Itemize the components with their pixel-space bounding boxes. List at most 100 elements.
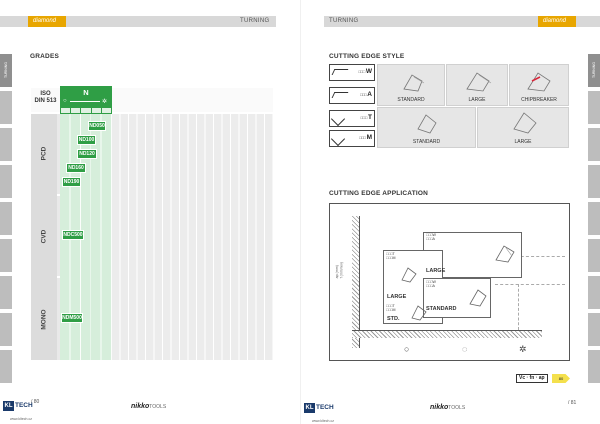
right-diamond-tab[interactable]: diamond [538,16,576,27]
legend-circle-icon: ○ [404,344,410,354]
side-tab-turning[interactable]: TURNING [0,54,12,87]
side-tab-7[interactable] [0,276,12,309]
application-diagram: ap (mm)f (mm/rev) □□□W□□□A □□□T□□□M LARG… [329,203,570,361]
left-page-number: / 80 [31,399,40,405]
left-header-bar [0,16,276,27]
tech-mark: TECH [15,402,33,409]
subgroup-cells [61,108,112,113]
style-code-m: □□□M [359,134,372,141]
edge-t-icon [330,111,346,127]
edge-w-icon [331,69,349,75]
app-label-large-lower: LARGE [387,294,407,300]
style-code-a: □□□A [359,91,372,98]
nikko-light-right: TOOLS [448,405,466,411]
right-nikko-logo: nikkoTOOLS [430,404,465,411]
left-diamond-tab[interactable]: diamond [28,16,66,27]
std-insert-icon [411,305,427,321]
grade-ndc500[interactable]: NDC500 [62,230,84,240]
grade-nd120[interactable]: ND120 [77,149,97,159]
label-large-1: LARGE [468,97,486,103]
style-row-a: □□□A [329,87,375,104]
right-side-tab-5[interactable] [588,202,600,235]
workpiece-left [352,216,360,348]
right-side-tab-8[interactable] [588,313,600,346]
insert-standard-icon [403,74,425,92]
right-side-tab-turning[interactable]: TURNING [588,54,600,87]
cutting-edge-application-title: CUTTING EDGE APPLICATION [329,190,429,197]
right-side-tab-2[interactable] [588,91,600,124]
left-kltech-logo: KL TECH [3,401,33,416]
band-label-cvd: CVD [40,229,48,244]
material-n-label: N [83,88,89,97]
side-tab-9[interactable] [0,350,12,383]
side-tab-4[interactable] [0,165,12,198]
style-row-w: □□□W [329,64,375,81]
guide-line-2 [495,284,565,285]
insert-standard-2-icon [417,114,437,134]
insert-chipbreaker-icon [527,72,551,92]
guide-line-3 [518,284,519,330]
hard-circle-icon: ○ [63,98,67,104]
side-tab-5[interactable] [0,202,12,235]
small-insert-icon [401,267,417,283]
side-tab-8[interactable] [0,313,12,346]
app-label-large-upper: LARGE [426,268,446,274]
right-page-number: / 81 [568,400,577,406]
iso-label: ISO [40,91,51,97]
left-nikko-logo: nikkoTOOLS [131,403,166,410]
style-image-large-2: LARGE [477,107,569,148]
formula-arrow[interactable]: 80 [552,374,570,383]
style-image-large: LARGE [446,64,508,106]
legend-gear-icon: ✲ [519,344,527,354]
style-row-t: □□□T [329,110,375,127]
style-code-w: □□□W [358,68,373,75]
right-side-tab-4[interactable] [588,165,600,198]
band-label-pcd: PCD [40,146,48,161]
side-tab-2[interactable] [0,91,12,124]
left-website[interactable]: www.kltech.cz [10,417,32,421]
label-large-2: LARGE [514,139,532,145]
material-n-header: N ○ ✲ [60,86,112,114]
din-label: DIN 513 [34,97,57,104]
right-header-title: TURNING [329,18,359,24]
app-codes-1: □□□W□□□A [426,233,436,242]
insert-large-icon [466,72,492,92]
right-side-tab-7[interactable] [588,276,600,309]
nikko-bold: nikko [131,403,150,410]
tough-gear-icon: ✲ [102,99,108,105]
grade-nd160[interactable]: ND160 [66,163,86,173]
hardness-arrow [70,101,100,102]
page-gutter [300,0,301,424]
right-header-bar [324,16,600,27]
grade-nd050[interactable]: ND050 [88,121,106,131]
large-insert-icon [495,245,515,263]
side-tab-6[interactable] [0,239,12,272]
guide-line-1 [495,256,565,257]
style-code-t: □□□T [360,114,372,121]
standard-insert-icon [469,289,487,307]
app-codes-4: □□□T□□□M [386,304,396,313]
workpiece-bottom [352,330,542,338]
label-standard-1: STANDARD [397,97,425,103]
app-label-std: STD. [387,316,400,322]
app-box-standard [423,278,491,318]
grades-title: GRADES [30,53,60,60]
right-side-tab-6[interactable] [588,239,600,272]
grade-ndm500[interactable]: NDM500 [61,313,83,323]
kl-mark: KL [3,401,14,411]
left-header-title: TURNING [240,18,270,24]
style-image-chipbreaker: CHIPBREAKER [509,64,569,106]
kl-mark-right: KL [304,403,315,413]
label-chipbreaker: CHIPBREAKER [521,97,557,103]
grade-nd190[interactable]: ND190 [62,177,81,187]
nikko-light: TOOLS [149,404,167,410]
right-side-tab-9[interactable] [588,350,600,383]
app-codes-3: □□□W□□□A [426,280,436,289]
side-tab-3[interactable] [0,128,12,161]
legend-dotted-circle-icon: ◌ [462,344,468,354]
formula-box[interactable]: Vc · fn · ap [516,374,548,383]
right-website[interactable]: www.kltech.cz [312,419,334,423]
right-side-tab-3[interactable] [588,128,600,161]
grade-nd100[interactable]: ND100 [77,135,96,145]
nikko-bold-right: nikko [430,404,449,411]
